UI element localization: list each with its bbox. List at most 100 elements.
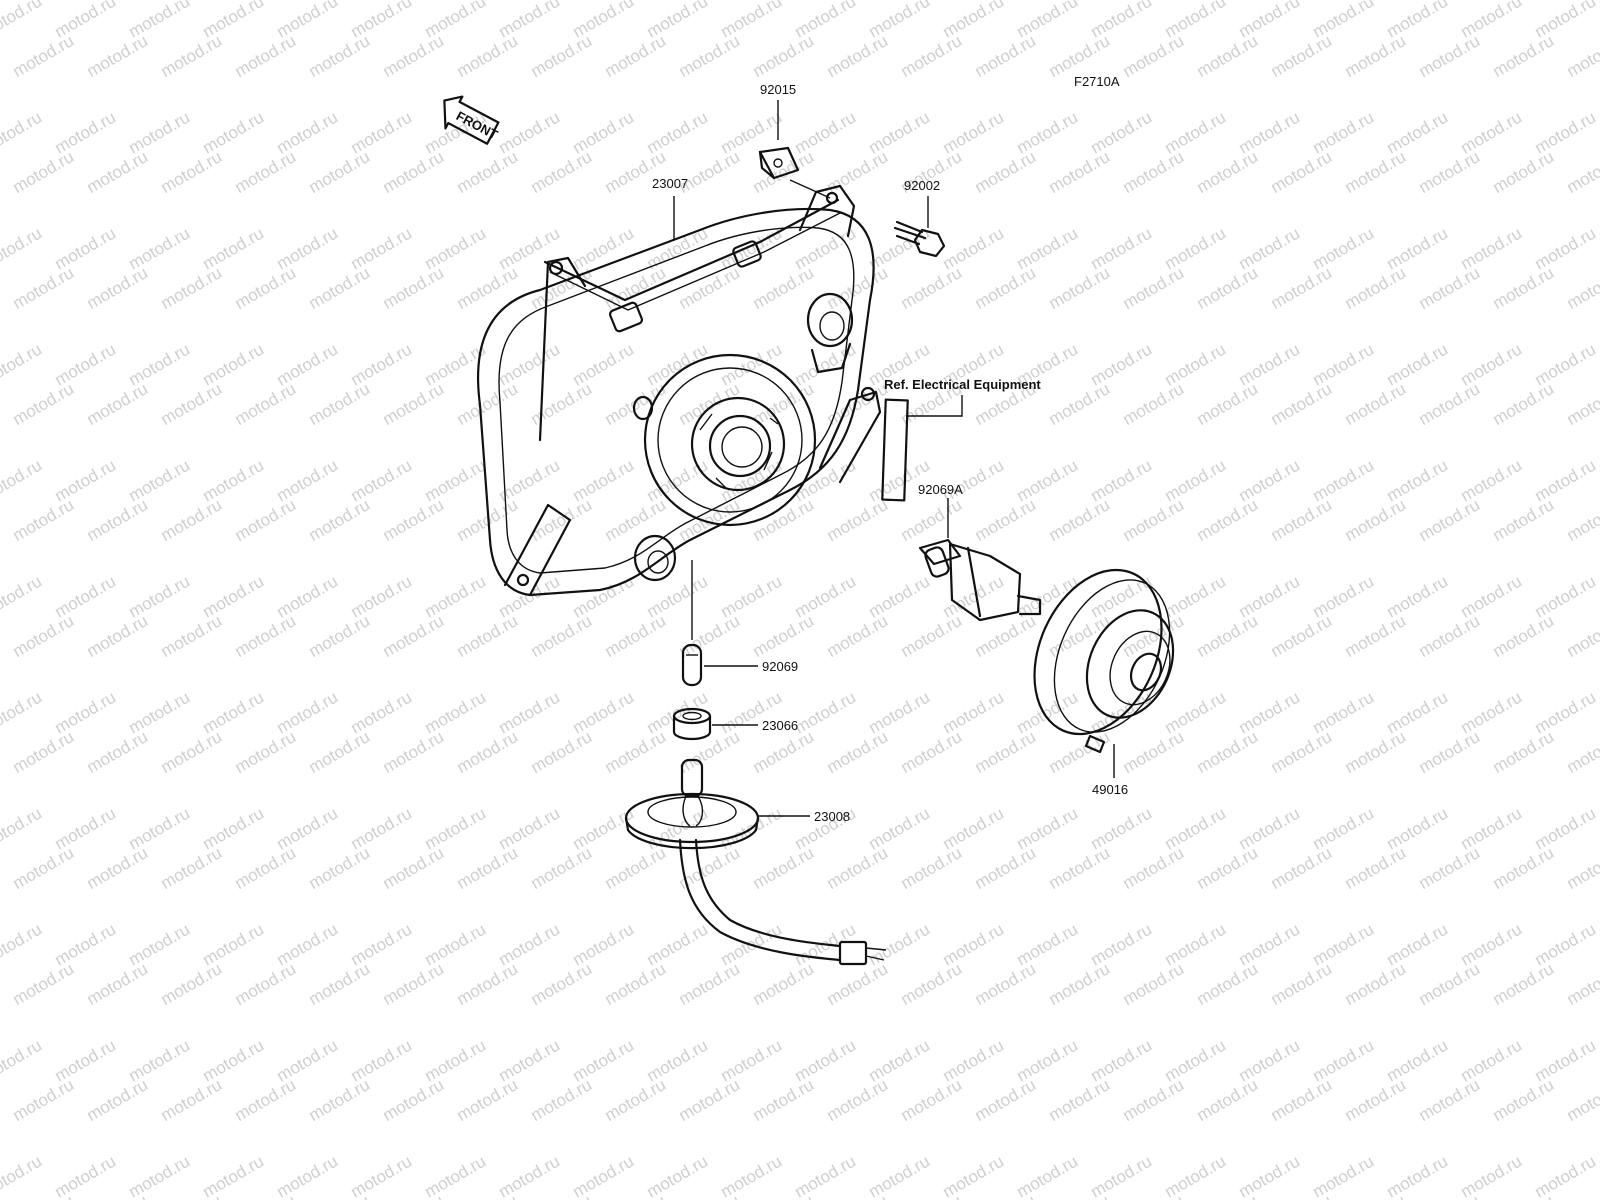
watermark-text: motod.ru [1341, 147, 1409, 197]
watermark-text: motod.ru [0, 224, 45, 274]
watermark-text: motod.ru [1267, 727, 1335, 777]
watermark-text: motod.ru [1119, 379, 1187, 429]
watermark-text: motod.ru [865, 1152, 933, 1200]
watermark-text: motod.ru [453, 1191, 521, 1200]
watermark-text: motod.ru [0, 31, 3, 81]
watermark-text: motod.ru [1193, 611, 1261, 661]
watermark-text: motod.ru [0, 108, 45, 158]
watermark-text: motod.ru [1341, 31, 1409, 81]
watermark-text: motod.ru [971, 843, 1039, 893]
watermark-text: motod.ru [717, 1152, 785, 1200]
part-49016-dust-cover: 49016 [1033, 568, 1175, 797]
watermark-text: motod.ru [231, 31, 299, 81]
watermark-text: motod.ru [1267, 263, 1335, 313]
watermark-text: motod.ru [1341, 727, 1409, 777]
watermark-text: motod.ru [897, 263, 965, 313]
watermark-text: motod.ru [749, 1075, 817, 1125]
watermark-text: motod.ru [83, 611, 151, 661]
part-23066-grommet: 23066 [672, 707, 798, 741]
watermark-text: motod.ru [453, 1075, 521, 1125]
watermark-text: motod.ru [823, 1191, 891, 1200]
watermark-text: motod.ru [9, 611, 77, 661]
watermark-text: motod.ru [305, 31, 373, 81]
watermark-text: motod.ru [83, 727, 151, 777]
watermark-text: motod.ru [1489, 1075, 1557, 1125]
watermark-text: motod.ru [1013, 1152, 1081, 1200]
watermark-text: motod.ru [1489, 147, 1557, 197]
part-label-23066: 23066 [762, 718, 798, 733]
watermark-text: motod.ru [675, 379, 743, 429]
watermark-text: motod.ru [1415, 379, 1483, 429]
part-label-92069: 92069 [762, 659, 798, 674]
watermark-text: motod.ru [379, 843, 447, 893]
watermark-text: motod.ru [897, 1075, 965, 1125]
watermark-text: motod.ru [305, 147, 373, 197]
watermark-text: motod.ru [453, 31, 521, 81]
watermark-text: motod.ru [231, 843, 299, 893]
watermark-text: motod.ru [157, 727, 225, 777]
part-92069-bulb: 92069 [681, 560, 798, 687]
watermark-text: motod.ru [601, 495, 669, 545]
watermark-text: motod.ru [601, 31, 669, 81]
watermark-text: motod.ru [1119, 1075, 1187, 1125]
watermark-text: motod.ru [675, 31, 743, 81]
watermark-text: motod.ru [51, 1152, 119, 1200]
watermark-text: motod.ru [305, 611, 373, 661]
watermark-text: motod.ru [1415, 611, 1483, 661]
watermark-text: motod.ru [823, 1075, 891, 1125]
watermark-text: motod.ru [1415, 1075, 1483, 1125]
watermark-text: motod.ru [1045, 611, 1113, 661]
watermark-text: motod.ru [379, 1191, 447, 1200]
watermark-text: motod.ru [0, 0, 13, 2]
watermark-text: motod.ru [157, 843, 225, 893]
watermark-text: motod.ru [1045, 1191, 1113, 1200]
watermark-text: motod.ru [1193, 727, 1261, 777]
watermark-text: motod.ru [1267, 31, 1335, 81]
watermark-text: motod.ru [1489, 31, 1557, 81]
watermark-text: motod.ru [675, 495, 743, 545]
watermark-text: motod.ru [749, 263, 817, 313]
watermark-text: motod.ru [83, 263, 151, 313]
watermark-text: motod.ru [1415, 31, 1483, 81]
watermark-text: motod.ru [125, 1152, 193, 1200]
watermark-text: motod.ru [971, 263, 1039, 313]
watermark-text: motod.ru [971, 727, 1039, 777]
watermark-text: motod.ru [897, 1191, 965, 1200]
watermark-text: motod.ru [9, 147, 77, 197]
watermark-text: motod.ru [1489, 379, 1557, 429]
reference-strip: Ref. Electrical Equipment [881, 377, 1041, 502]
part-23008-socket-harness: 23008 [624, 758, 887, 966]
watermark-text: motod.ru [1415, 843, 1483, 893]
watermark-text: motod.ru [231, 379, 299, 429]
watermark-text: motod.ru [157, 959, 225, 1009]
watermark-text: motod.ru [379, 263, 447, 313]
watermark-text: motod.ru [305, 727, 373, 777]
watermark-text: motod.ru [83, 843, 151, 893]
watermark-text: motod.ru [0, 1036, 45, 1086]
watermark-text: motod.ru [9, 379, 77, 429]
watermark-text: motod.ru [897, 31, 965, 81]
watermark-text: motod.ru [1045, 495, 1113, 545]
watermark-text: motod.ru [1489, 495, 1557, 545]
watermark-text: motod.ru [0, 1152, 45, 1200]
watermark-text: motod.ru [231, 1075, 299, 1125]
watermark-text: motod.ru [1267, 843, 1335, 893]
watermark-text: motod.ru [9, 495, 77, 545]
watermark-text: motod.ru [1309, 1152, 1377, 1200]
watermark-text: motod.ru [1341, 1075, 1409, 1125]
watermark-text: motod.ru [643, 1152, 711, 1200]
watermark-text: motod.ru [675, 843, 743, 893]
watermark-text: motod.ru [305, 1191, 373, 1200]
watermark-text: motod.ru [495, 1152, 563, 1200]
watermark-text: motod.ru [157, 495, 225, 545]
watermark-text: motod.ru [1119, 1191, 1187, 1200]
watermark-text: motod.ru [83, 379, 151, 429]
watermark-text: motod.ru [897, 727, 965, 777]
watermark-text: motod.ru [379, 147, 447, 197]
watermark-text: motod.ru [379, 31, 447, 81]
watermark-text: motod.ru [749, 843, 817, 893]
watermark-text: motod.ru [9, 263, 77, 313]
watermark-text: motod.ru [1045, 379, 1113, 429]
watermark-text: motod.ru [453, 379, 521, 429]
watermark-text: motod.ru [1341, 611, 1409, 661]
